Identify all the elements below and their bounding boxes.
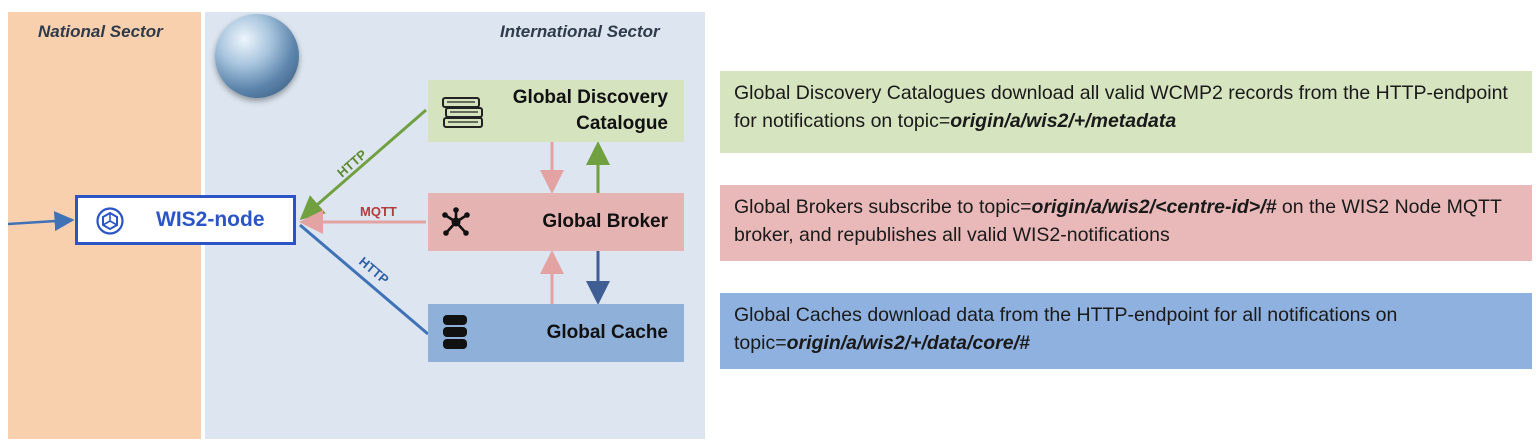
network-hub-icon	[442, 207, 470, 236]
gdc-http-arrow	[299, 108, 427, 220]
database-icon	[443, 315, 467, 349]
global-cache-box: Global Cache	[428, 304, 684, 362]
cache-label: Global Cache	[546, 322, 668, 343]
international-sector-title: International Sector	[500, 22, 660, 41]
gdc-topic: origin/a/wis2/+/metadata	[950, 110, 1177, 132]
wis2-logo-icon	[96, 207, 124, 235]
cache-http-line	[299, 223, 429, 336]
mqtt-label: MQTT	[360, 204, 397, 219]
global-broker-box: Global Broker	[428, 193, 684, 251]
wis2-node-box: WIS2-node	[75, 195, 296, 245]
gdc-description: Global Discovery Catalogues download all…	[720, 71, 1532, 153]
gdc-label: Global Discovery Catalogue	[513, 85, 668, 137]
gdc-description-text: Global Discovery Catalogues download all…	[734, 82, 1508, 132]
books-icon	[442, 97, 483, 128]
wis2-node-label: WIS2-node	[156, 208, 265, 231]
broker-label: Global Broker	[542, 211, 668, 232]
global-discovery-catalogue-box: Global Discovery Catalogue	[428, 80, 684, 142]
cache-description: Global Caches download data from the HTT…	[720, 293, 1532, 369]
broker-description: Global Brokers subscribe to topic=origin…	[720, 185, 1532, 261]
globe-icon	[215, 14, 299, 98]
cache-description-text: Global Caches download data from the HTT…	[734, 304, 1398, 354]
national-sector-title: National Sector	[38, 22, 163, 41]
input-arrow	[7, 211, 75, 232]
cache-topic: origin/a/wis2/+/data/core/#	[786, 332, 1030, 354]
gdc-label-line2: Catalogue	[576, 113, 668, 134]
http-bottom-label: HTTP	[356, 254, 392, 288]
broker-description-text: Global Brokers subscribe to topic=	[734, 196, 1032, 218]
gdc-label-line1: Global Discovery	[512, 87, 668, 108]
broker-topic: origin/a/wis2/<centre-id>/#	[1031, 196, 1277, 218]
broker-description-tail: on the WIS2 Node MQTT broker, and republ…	[734, 196, 1502, 246]
